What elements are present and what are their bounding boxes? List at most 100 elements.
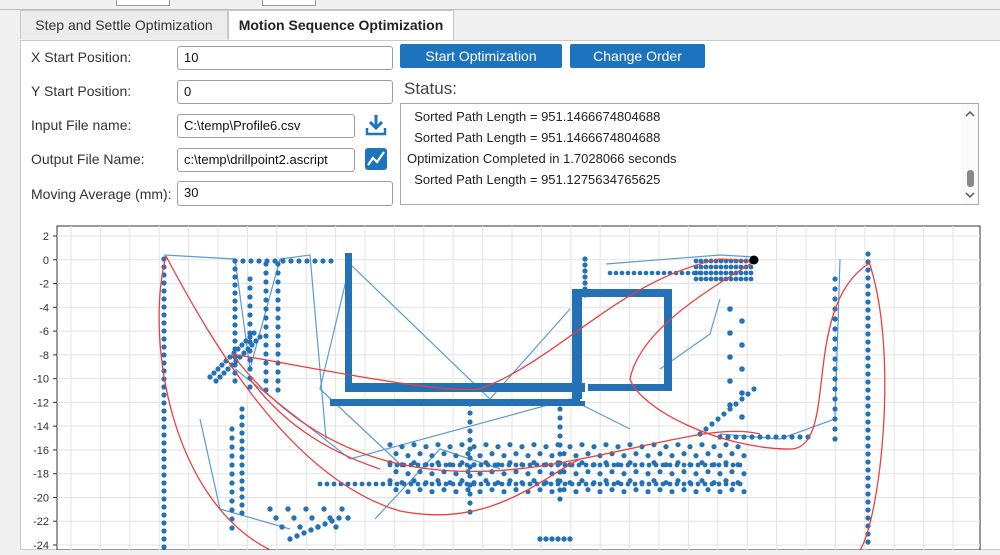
data-point [399,444,405,450]
data-point [739,390,745,396]
data-point [621,489,627,495]
data-point [832,426,838,432]
optimized-path-curve [231,353,761,473]
data-point [387,478,393,484]
data-point [573,453,579,459]
data-point [674,481,680,487]
data-point [631,270,637,276]
data-point [727,330,733,336]
data-point [738,270,744,276]
data-point [317,481,323,487]
data-point [632,481,638,487]
travel-path-line [659,298,721,370]
data-point [443,481,449,487]
y-start-input[interactable]: 0 [177,80,393,104]
data-point [865,331,871,337]
data-point [583,462,589,468]
data-point [613,270,619,276]
data-point [621,471,627,477]
data-point [393,451,399,457]
data-point [264,258,270,264]
data-point [723,462,729,468]
data-point [739,366,745,372]
x-start-input[interactable]: 10 [177,46,393,70]
data-point [275,342,281,348]
data-point [288,258,294,264]
data-point [457,462,463,468]
data-point [713,264,719,270]
toolbar-control-stub[interactable] [116,0,170,6]
data-point [739,342,745,348]
data-point [708,276,714,282]
data-point [471,481,477,487]
data-point [489,487,495,493]
data-point [257,334,263,340]
start-optimization-button[interactable]: Start Optimization [400,44,562,68]
data-point [695,462,701,468]
data-point [229,435,235,441]
data-point [646,462,652,468]
data-point [627,442,633,448]
data-point [865,467,871,473]
data-point [232,258,238,264]
data-point [661,270,667,276]
output-file-field[interactable]: c:\temp\drillpoint2.ascript [177,148,355,172]
trend-chart-icon[interactable] [364,147,388,171]
data-point [741,434,747,440]
data-point [423,444,429,450]
travel-path-line [163,254,327,440]
optimized-path-curve [158,255,271,551]
data-point [417,451,423,457]
data-point [380,481,386,487]
data-point [477,471,483,477]
data-point [453,471,459,477]
data-point [417,469,423,475]
data-point [483,442,489,448]
chart-svg: 20-2-4-6-8-10-12-14-16-18-20-22-24 [33,225,981,552]
moving-average-input[interactable]: 30 [177,181,393,206]
data-point [263,333,269,339]
data-point [693,471,699,477]
data-point [513,487,519,493]
data-point [705,469,711,475]
data-point [527,481,533,487]
data-point [485,481,491,487]
data-point [263,351,269,357]
data-point [275,351,281,357]
download-icon[interactable] [364,113,388,137]
data-point [569,481,575,487]
scroll-down-icon [965,192,975,199]
toolbar-control-stub[interactable] [262,0,316,6]
status-scrollbar[interactable] [962,104,978,204]
change-order-button[interactable]: Change Order [570,44,705,68]
data-point [229,498,235,504]
data-point [748,276,754,282]
data-point [557,424,563,430]
data-point [797,434,803,440]
data-point [415,462,421,468]
data-point [467,401,473,407]
tab-step-and-settle[interactable]: Step and Settle Optimization [20,10,228,39]
data-point [161,464,167,470]
data-point [537,536,543,542]
data-point [865,483,871,489]
input-file-field[interactable]: C:\temp\Profile6.csv [177,114,355,138]
data-point [621,453,627,459]
scroll-up-icon [965,110,975,117]
data-point [582,268,588,274]
data-point [285,506,291,512]
data-point [637,270,643,276]
data-point [832,286,838,292]
data-point [576,481,582,487]
data-point [832,346,838,352]
data-point [729,451,735,457]
data-point [161,432,167,438]
tab-motion-sequence[interactable]: Motion Sequence Optimization [228,10,454,41]
status-log[interactable]: Sorted Path Length = 951.1466674804688 S… [400,103,979,205]
data-point [263,288,269,294]
data-point [688,462,694,468]
data-point [331,481,337,487]
data-point [459,442,465,448]
data-point [253,338,259,344]
y-tick-label: -22 [33,516,49,528]
